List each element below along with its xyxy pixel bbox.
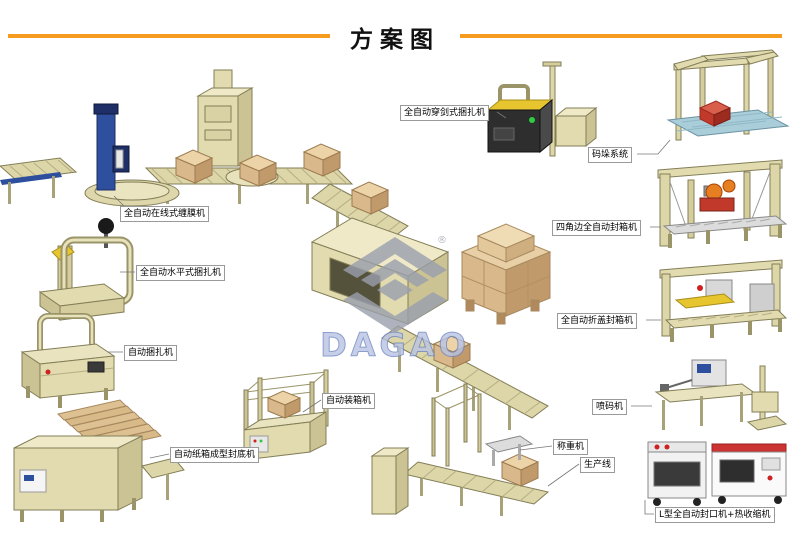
- outfeed-conveyor: [381, 325, 549, 430]
- brand-watermark: DAGAO: [320, 326, 470, 364]
- registered-mark: ®: [437, 235, 447, 246]
- case-packing-machine: [243, 369, 329, 461]
- strapper-console: [554, 106, 598, 148]
- label-fold-cover-sealing-machine: 全自动折盖封箱机: [557, 313, 638, 329]
- weighing-station: [484, 435, 534, 466]
- packing-frame: [431, 383, 482, 467]
- label-four-corner-sealing-machine: 四角边全自动封箱机: [552, 220, 642, 236]
- wrapping-machine: [0, 103, 180, 207]
- label-palletizing-system: 码垛系统: [588, 147, 633, 163]
- strapping-machine: [20, 313, 116, 408]
- carton-forming-machine: [13, 399, 185, 522]
- title-rule-right: [460, 34, 782, 38]
- fold-cover-sealing-machine: [659, 259, 788, 342]
- carton-boxes: [174, 143, 390, 215]
- label-inkjet-coder: 喷码机: [592, 399, 628, 415]
- label-sword-strapping-machine: 全自动穿剑式捆扎机: [400, 105, 490, 121]
- l-sealer-shrink-machine: [647, 441, 787, 506]
- label-l-sealer-shrink-machine: L型全自动封口机+热收缩机: [655, 507, 775, 523]
- label-horizontal-strapping-machine: 全自动水平式捆扎机: [136, 265, 226, 281]
- dagao-watermark: ® DAGAO: [320, 235, 470, 365]
- lower-conveyor: [402, 453, 550, 516]
- title-rule-left: [8, 34, 330, 38]
- four-corner-sealing-machine: [657, 159, 788, 248]
- infeed-cabinet: [196, 69, 254, 167]
- pallet-load: [460, 223, 552, 325]
- label-wrapping-machine: 全自动在线式缠膜机: [120, 206, 210, 222]
- label-strapping-machine: 自动捆扎机: [124, 345, 178, 361]
- label-carton-forming-machine: 自动纸箱成型封底机: [170, 447, 260, 463]
- palletizing-system: [666, 49, 790, 141]
- horizontal-strapping-machine: [38, 218, 134, 321]
- sword-strapping-machine: [486, 61, 562, 157]
- label-weighing-machine: 称重机: [553, 439, 589, 455]
- label-case-packing-machine: 自动装箱机: [322, 393, 376, 409]
- callout-lines: [108, 111, 671, 515]
- label-production-line: 生产线: [580, 457, 616, 473]
- inkjet-printer: [654, 359, 788, 431]
- page-title: 方案图: [350, 27, 440, 53]
- control-tower: [370, 447, 410, 515]
